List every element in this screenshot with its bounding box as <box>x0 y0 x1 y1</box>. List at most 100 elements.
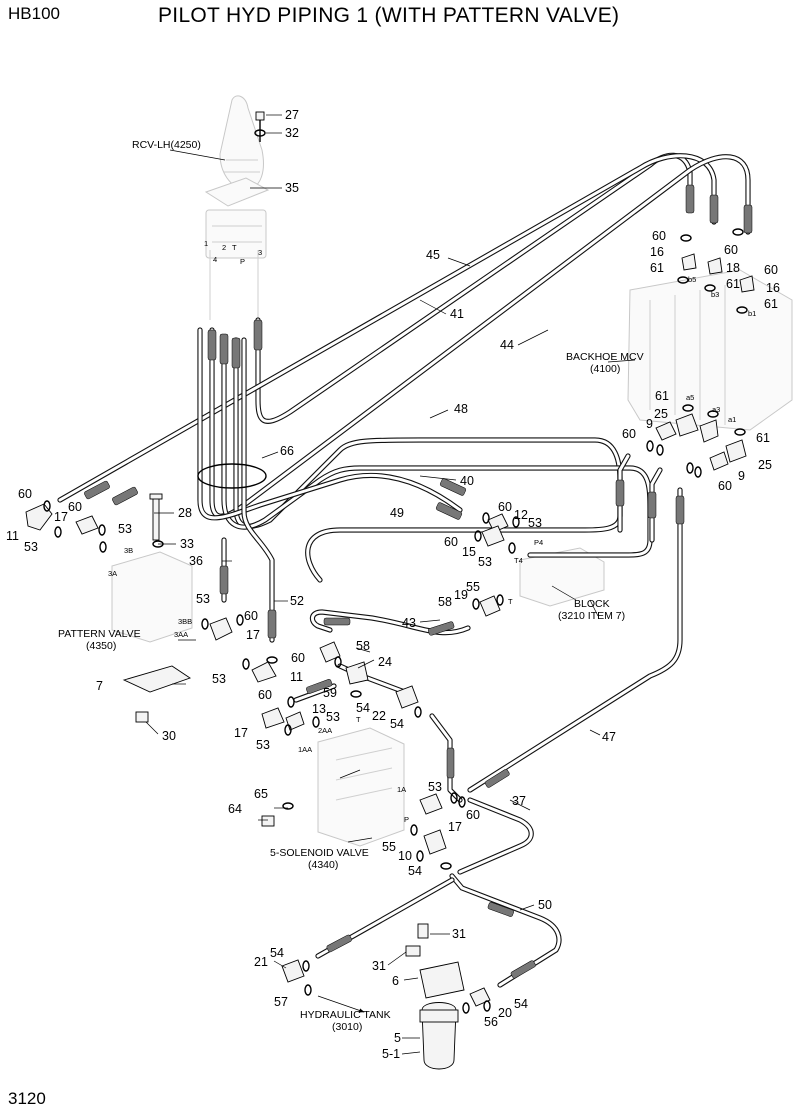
callout: 12 <box>514 508 528 522</box>
callout: 58 <box>356 639 370 653</box>
fittings <box>25 111 755 1070</box>
callout: 57 <box>274 995 288 1009</box>
hose-40 <box>221 337 653 558</box>
callout: 54 <box>390 717 404 731</box>
callout: 47 <box>602 730 616 744</box>
port-label: a5 <box>686 393 694 402</box>
callout: 15 <box>462 545 476 559</box>
callout: 17 <box>234 726 248 740</box>
callout: 19 <box>454 588 468 602</box>
callout: 60 <box>466 808 480 822</box>
callout: 30 <box>162 729 176 743</box>
port-label: b1 <box>748 309 756 318</box>
port-label: 3A <box>108 569 117 578</box>
port-label: b3 <box>711 290 719 299</box>
callout: 6 <box>392 974 399 988</box>
hose-49 <box>197 327 463 521</box>
callout: 32 <box>285 126 299 140</box>
hose-pilot-mcv-a <box>617 453 631 533</box>
pattern-valve-name: PATTERN VALVE <box>58 628 141 640</box>
callout: 7 <box>96 679 103 693</box>
callout: 55 <box>466 580 480 594</box>
callout: 40 <box>460 474 474 488</box>
port-label: a3 <box>712 405 720 414</box>
callout: 17 <box>448 820 462 834</box>
port-label: b5 <box>688 275 696 284</box>
callout: 54 <box>408 864 422 878</box>
callout: 65 <box>254 787 268 801</box>
callout: 10 <box>398 849 412 863</box>
callout: 60 <box>622 427 636 441</box>
port-label: 4 <box>213 255 217 264</box>
page-title: PILOT HYD PIPING 1 (WITH PATTERN VALVE) <box>158 4 620 27</box>
callout: 5 <box>394 1031 401 1045</box>
callout: 20 <box>498 1006 512 1020</box>
callout: 60 <box>291 651 305 665</box>
solenoid-valve-name: 5-SOLENOID VALVE <box>270 847 369 859</box>
rcv-label: RCV-LH(4250) <box>132 139 201 151</box>
callout: 53 <box>528 516 542 530</box>
callout: 28 <box>178 506 192 520</box>
mcv-ref: (4100) <box>590 363 620 375</box>
port-label: 3AA <box>174 630 188 639</box>
callout: 9 <box>738 469 745 483</box>
hose-clamp-66 <box>197 463 267 489</box>
hose-52 <box>241 337 275 643</box>
port-label: 1A <box>397 785 406 794</box>
callout: 43 <box>402 616 416 630</box>
callout: 31 <box>452 927 466 941</box>
block-drawing <box>519 547 605 607</box>
callout: 44 <box>500 338 514 352</box>
callout: 61 <box>726 277 740 291</box>
port-label: T4 <box>514 556 523 565</box>
callout: 54 <box>270 946 284 960</box>
callout: 11 <box>6 529 19 543</box>
callout: 53 <box>212 672 226 686</box>
port-label: 3B <box>124 546 133 555</box>
port-label: 2 <box>222 243 226 252</box>
callout: 54 <box>514 997 528 1011</box>
callout: 13 <box>312 702 326 716</box>
page-number: 3120 <box>8 1089 46 1108</box>
callout: 37 <box>512 794 526 808</box>
callout: 41 <box>450 307 464 321</box>
callout: 45 <box>426 248 440 262</box>
hose-37 <box>457 797 534 875</box>
model-code: HB100 <box>8 4 60 23</box>
callout: 21 <box>254 955 268 969</box>
callout: 60 <box>764 263 778 277</box>
port-label: a1 <box>728 415 736 424</box>
callout: 60 <box>724 243 738 257</box>
port-label: T <box>356 715 361 724</box>
port-label: P <box>404 815 409 824</box>
callout: 61 <box>650 261 664 275</box>
callout: 22 <box>372 709 386 723</box>
hose-43 <box>309 609 471 636</box>
hydraulic-tank-name: HYDRAULIC TANK <box>300 1009 391 1021</box>
hose-47 <box>467 487 683 793</box>
callout: 35 <box>285 181 299 195</box>
callout: 61 <box>764 297 778 311</box>
pattern-valve-ref: (4350) <box>86 640 116 652</box>
port-label: 1 <box>204 239 208 248</box>
pattern-valve-drawing <box>111 551 193 643</box>
hose-50 <box>449 873 562 988</box>
callout: 31 <box>372 959 386 973</box>
callout: 25 <box>758 458 772 472</box>
port-label: P <box>240 257 245 266</box>
callout: 24 <box>378 655 392 669</box>
callout: 52 <box>290 594 304 608</box>
hose-41 <box>57 153 717 503</box>
callout: 66 <box>280 444 294 458</box>
callout: 11 <box>290 670 303 684</box>
callout: 18 <box>726 261 740 275</box>
port-label: P4 <box>534 538 543 547</box>
callout: 54 <box>356 701 370 715</box>
hose-ferrules <box>84 184 753 979</box>
backhoe-mcv-drawing <box>627 269 793 431</box>
callout: 17 <box>246 628 260 642</box>
callout: 25 <box>654 407 668 421</box>
port-label: 3 <box>258 248 262 257</box>
callout: 56 <box>484 1015 498 1029</box>
